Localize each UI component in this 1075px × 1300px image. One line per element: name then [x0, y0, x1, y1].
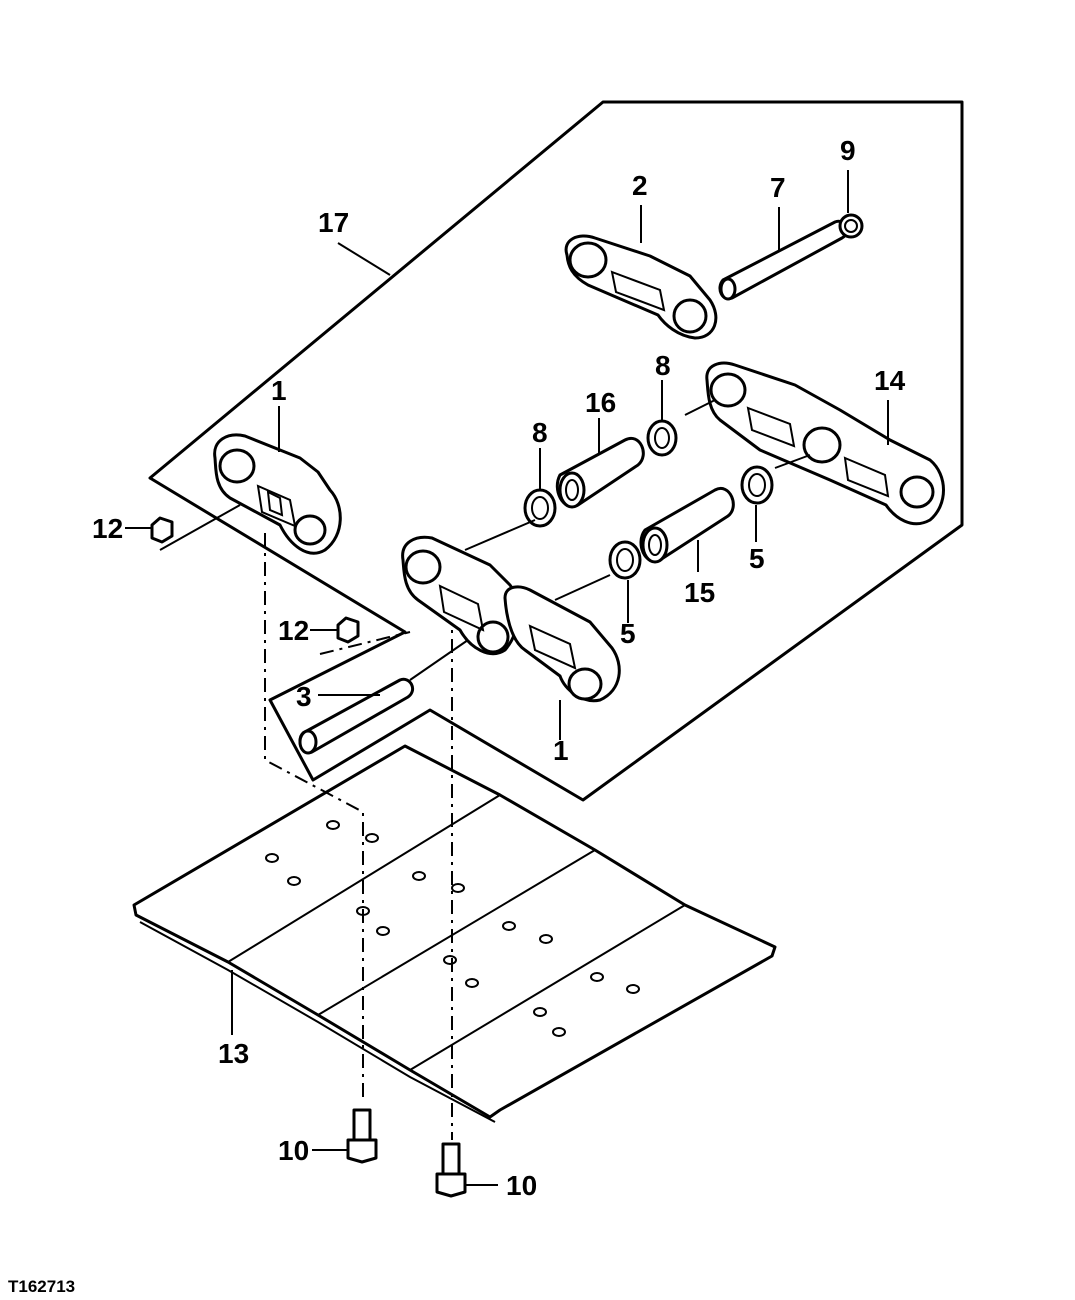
shoe-bolt-holes [265, 820, 640, 1037]
callout-17: 17 [318, 207, 349, 238]
callout-3: 3 [296, 681, 312, 712]
track-link-center [401, 535, 621, 703]
nut-12 [150, 516, 360, 644]
callout-16: 16 [585, 387, 616, 418]
track-link-left [213, 433, 342, 555]
track-link-top [564, 234, 718, 340]
snap-ring-9 [838, 213, 864, 239]
leader-lines [125, 170, 889, 1186]
callout-labels: 17 2 7 9 1 16 8 8 14 12 12 3 1 5 5 15 13… [92, 135, 906, 1201]
callout-2: 2 [632, 170, 648, 201]
alignment-lines [264, 533, 453, 1140]
callout-15: 15 [684, 577, 715, 608]
callout-9: 9 [840, 135, 856, 166]
seals [523, 419, 774, 580]
callout-1-upper: 1 [271, 375, 287, 406]
callout-12-upper: 12 [92, 513, 123, 544]
callout-12-lower: 12 [278, 615, 309, 646]
figure-code: T162713 [8, 1277, 75, 1296]
assembly-outline [148, 100, 964, 802]
callout-8-left: 8 [532, 417, 548, 448]
callout-10-right: 10 [506, 1170, 537, 1201]
bushing-16 [555, 436, 645, 509]
callout-14: 14 [874, 365, 906, 396]
track-pin-3 [298, 677, 414, 755]
callout-5-left: 5 [620, 618, 636, 649]
callout-10-left: 10 [278, 1135, 309, 1166]
callout-7: 7 [770, 172, 786, 203]
callout-13: 13 [218, 1038, 249, 1069]
bolt-10 [346, 1108, 467, 1198]
callout-8-right: 8 [655, 350, 671, 381]
track-pin-7 [718, 219, 849, 301]
bushing-15 [639, 486, 735, 564]
callout-1-lower: 1 [553, 735, 569, 766]
track-shoe-plate [132, 744, 777, 1123]
track-link-right [705, 361, 945, 526]
callout-5-right: 5 [749, 543, 765, 574]
